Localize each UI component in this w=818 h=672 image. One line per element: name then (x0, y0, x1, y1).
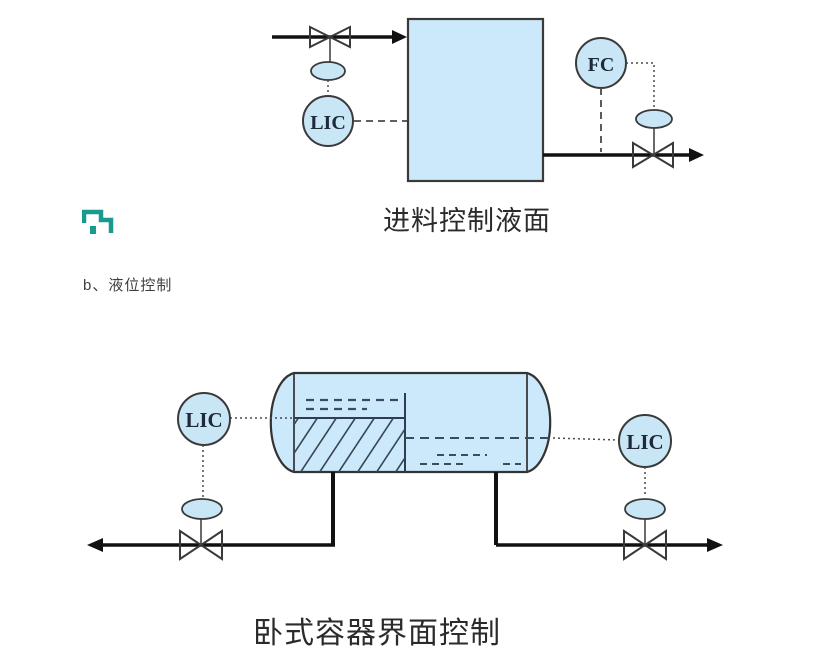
lic-left-instrument-bubble (177, 392, 231, 446)
valve-left-triangle (179, 529, 203, 561)
actuator-icon (624, 498, 666, 520)
feed-level-control-diagram: LIC FC (272, 17, 704, 183)
left-control-valve-icon (179, 498, 223, 561)
lic-right-label: LIC (626, 430, 663, 454)
lic-instrument-bubble (302, 95, 354, 147)
outlet-arrow-icon (689, 148, 704, 162)
actuator-icon (310, 61, 346, 81)
valve-left-triangle (632, 141, 655, 169)
feed-arrow-icon (392, 30, 407, 44)
valve-left-triangle (309, 25, 333, 49)
left-outlet-arrow-icon (87, 538, 103, 552)
horizontal-vessel-diagram: LIC LIC (87, 371, 723, 561)
valve-right-triangle (327, 25, 351, 49)
fc-label: FC (588, 54, 615, 76)
lic-label: LIC (310, 112, 346, 134)
outlet-control-valve-icon (632, 109, 674, 169)
valve-right-triangle (651, 141, 674, 169)
actuator-icon (181, 498, 223, 520)
tank (406, 17, 545, 183)
right-outlet-arrow-icon (707, 538, 723, 552)
valve-right-triangle (199, 529, 223, 561)
valve-left-triangle (623, 529, 647, 561)
top-diagram-caption: 进料控制液面 (383, 206, 551, 236)
horizontal-vessel (269, 371, 552, 474)
fc-actuator-signal-line (626, 62, 655, 109)
watermark-logo-icon (82, 209, 114, 234)
watermark-square (90, 226, 96, 234)
feed-control-valve-icon (309, 25, 351, 81)
right-control-valve-icon (623, 498, 667, 561)
valve-right-triangle (643, 529, 667, 561)
lic-right-vessel-signal-line (552, 437, 620, 441)
lic-left-label: LIC (185, 408, 222, 432)
section-label: b、液位控制 (83, 277, 173, 294)
bottom-diagram-caption: 卧式容器界面控制 (253, 617, 501, 650)
actuator-icon (635, 109, 673, 129)
watermark-step-path (82, 209, 114, 233)
heavy-phase-hatching (295, 418, 405, 472)
